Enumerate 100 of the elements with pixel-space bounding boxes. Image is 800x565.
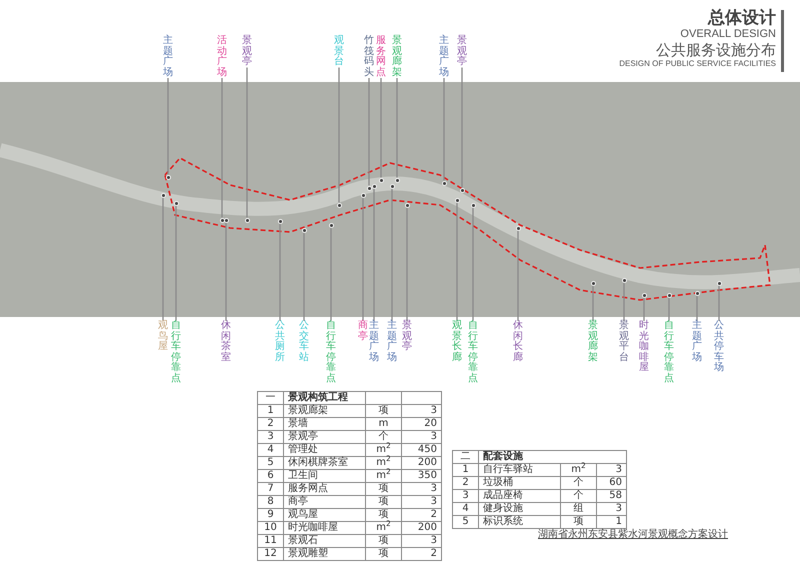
leader-line	[718, 286, 720, 321]
table-cell: m$^{2}$	[366, 444, 402, 456]
leader-line	[330, 228, 332, 321]
table-cell: 3	[402, 496, 442, 508]
table-cell: 配套设施	[478, 450, 626, 464]
table-cell: 项	[366, 534, 402, 548]
table-cell: m$^{2}$	[366, 470, 402, 482]
table-cell: 卫生间	[284, 470, 366, 482]
table-cell: 60	[596, 476, 626, 490]
leader-line	[279, 224, 281, 321]
facility-label: 商亭	[358, 321, 368, 342]
table-cell: 11	[258, 534, 284, 548]
table-cell: 2	[452, 476, 478, 490]
table-cell: 3	[452, 490, 478, 502]
title: 总体设计	[708, 8, 776, 28]
facility-label: 景观廊架	[392, 36, 402, 78]
subtitle: DESIGN OF PUBLIC SERVICE FACILITIES	[619, 59, 776, 69]
table-cell: 项	[366, 482, 402, 496]
facility-label: 休闲长廊	[513, 321, 523, 363]
table-cell: 7	[258, 482, 284, 496]
leader-line	[517, 230, 519, 321]
leader-line	[246, 68, 248, 218]
table-cell: 组	[560, 502, 596, 516]
facility-label: 时光咖啡屋	[639, 321, 649, 374]
table-cell: 标识系统	[478, 516, 560, 528]
table-cell: 自行车驿站	[478, 464, 560, 476]
facility-label: 景观亭	[402, 321, 412, 352]
table-cell: 成品座椅	[478, 490, 560, 502]
leader-line	[406, 208, 408, 321]
facility-label: 公共厕所	[275, 321, 285, 363]
facility-label: 主题广场	[163, 36, 173, 78]
facility-label: 主题广场	[692, 321, 702, 363]
table-cell: 观鸟屋	[284, 508, 366, 522]
facility-label: 自行车停靠点	[664, 321, 674, 384]
leader-line	[456, 202, 458, 321]
facility-label: 公共停车场	[714, 321, 724, 374]
table-cell: 200	[402, 456, 442, 470]
table-cell: 垃圾桶	[478, 476, 560, 490]
facility-label: 自行车停靠点	[468, 321, 478, 384]
leader-line	[338, 68, 340, 202]
table-cell: 个	[560, 476, 596, 490]
facility-label: 景观亭	[457, 36, 467, 68]
facility-label: 观景台	[334, 36, 344, 68]
facility-label: 观鸟屋	[158, 321, 168, 352]
table-cell: 商亭	[284, 496, 366, 508]
table-cell: 2	[402, 508, 442, 522]
table-cell: 休闲棋牌茶室	[284, 456, 366, 470]
table-cell: 58	[596, 490, 626, 502]
table-cell: 3	[258, 430, 284, 444]
leader-line	[396, 78, 398, 178]
table-cell: 10	[258, 522, 284, 534]
leader-line	[362, 198, 364, 321]
leader-line	[643, 298, 645, 321]
table-cell: 3	[402, 482, 442, 496]
table-cell: 3	[402, 534, 442, 548]
facility-label: 景观亭	[242, 36, 252, 68]
project-title: 湖南省永州东安县紫水河景观概念方案设计	[538, 529, 728, 541]
table-cell: m$^{2}$	[366, 522, 402, 534]
table-cell: 4	[258, 444, 284, 456]
table-cell: 景观亭	[284, 430, 366, 444]
leader-line	[373, 188, 375, 321]
leader-line	[443, 78, 445, 180]
leader-line	[592, 286, 594, 321]
table-cell: 200	[402, 522, 442, 534]
table-cell: 二	[452, 450, 478, 464]
table-cell: 1	[258, 404, 284, 418]
leader-line	[668, 298, 670, 321]
leader-line	[225, 222, 227, 321]
table-cell: 项	[366, 548, 402, 560]
table-cell: 6	[258, 470, 284, 482]
table-cell: 9	[258, 508, 284, 522]
table-cell: 管理处	[284, 444, 366, 456]
table-cell: 景观石	[284, 534, 366, 548]
table-cell: 个	[560, 490, 596, 502]
table-cell: 个	[366, 430, 402, 444]
leader-line	[696, 296, 698, 321]
table-cell: 服务网点	[284, 482, 366, 496]
leader-line	[175, 206, 177, 321]
facility-label: 观景长廊	[452, 321, 462, 363]
table-cell: 1	[596, 516, 626, 528]
leader-line	[391, 188, 393, 321]
leader-line	[472, 208, 474, 321]
leader-line	[167, 78, 169, 174]
table-cell: 3	[402, 404, 442, 418]
table-cell: 8	[258, 496, 284, 508]
table-cell: 健身设施	[478, 502, 560, 516]
table-cell: 3	[596, 464, 626, 476]
facility-label: 景观平台	[619, 321, 629, 363]
table-cell: 5	[452, 516, 478, 528]
table-cell: 2	[258, 418, 284, 430]
facility-label: 活动广场	[217, 36, 227, 78]
table-cell: m$^{2}$	[366, 456, 402, 470]
subtitle: OVERALL DESIGN	[680, 28, 776, 41]
leader-line	[368, 78, 370, 186]
facility-label: 主题广场	[369, 321, 379, 363]
table-cell: 1	[452, 464, 478, 476]
facility-label: 主题广场	[439, 36, 449, 78]
table-cell: 350	[402, 470, 442, 482]
table-cell: 项	[366, 508, 402, 522]
facility-label: 主题广场	[387, 321, 397, 363]
